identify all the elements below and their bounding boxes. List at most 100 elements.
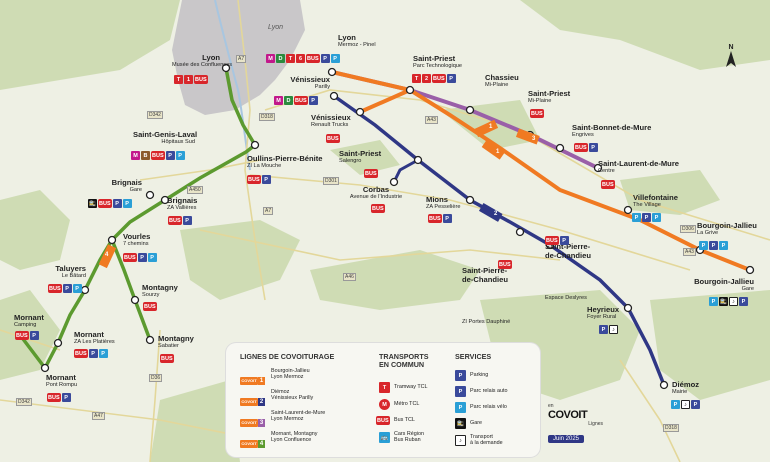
road-label: A46 xyxy=(343,273,356,281)
station-bourgoin-gare[interactable]: Bourgoin-Jallieu Gare xyxy=(694,277,754,292)
station-badges: BUS P P xyxy=(48,284,82,293)
station-badges: BUS xyxy=(601,180,615,189)
station-sub: Engrives xyxy=(572,132,594,139)
station-badges: BUS P xyxy=(168,216,192,225)
parking-icon: P xyxy=(709,241,718,250)
bus-icon: BUS xyxy=(47,393,61,402)
station-lyon-mermoz[interactable]: Lyon Mermoz - Pinel xyxy=(338,33,376,49)
station-saint-priest-parc[interactable]: Saint-Priest Parc Technologique xyxy=(413,54,462,69)
station-brignais-za[interactable]: Brignais ZA Vallières xyxy=(167,196,197,212)
station-badges: BUS xyxy=(326,134,340,143)
station-mornant-za[interactable]: Mornant ZA Les Platières xyxy=(74,330,115,346)
bus-icon: BUS xyxy=(428,214,442,223)
station-chassieu[interactable]: Chassieu Mi-Plaine xyxy=(485,73,519,89)
station-corbas[interactable]: Corbas Avenue de l’Industrie xyxy=(332,185,420,200)
station-vourles[interactable]: Vourles 7 chemins xyxy=(123,232,151,247)
station-name: Vourles xyxy=(123,232,151,241)
station-name: Lyon xyxy=(202,53,220,62)
legend-park-ride-bike-text: Parc relais vélo xyxy=(470,404,507,410)
station-badges: P P P xyxy=(632,213,661,222)
station-mornant-pont[interactable]: Mornant Pont Rompu xyxy=(46,373,77,388)
station-name: Vénissieux xyxy=(290,75,330,84)
station-sub: Salengro xyxy=(339,158,362,165)
coach-icon: P xyxy=(699,241,708,250)
road-label: D36 xyxy=(149,374,163,382)
legend-services-title: SERVICES xyxy=(455,352,492,361)
station-saint-genis[interactable]: Saint-Genis-Laval Hôpitaux Sud xyxy=(133,130,198,145)
station-saint-priest-salengro[interactable]: Saint-Priest Salengro xyxy=(339,149,381,165)
station-name: Bourgoin-Jallieu xyxy=(694,277,754,286)
station-lyon-confluence[interactable]: Lyon Musée des Confluences xyxy=(172,53,232,68)
station-name: Heyrieux xyxy=(587,305,620,314)
station-villefontaine[interactable]: Villefontaine The Village xyxy=(633,193,679,208)
station-name: Montagny xyxy=(158,334,194,343)
station-mornant-camping[interactable]: Mornant Camping xyxy=(14,313,44,328)
legend-tram-text: Tramway TCL xyxy=(394,384,428,390)
station-badges: BUS xyxy=(143,302,157,311)
station-spdc-zi[interactable]: Saint-Pierre- de-Chandieu ZI Portes Daup… xyxy=(462,232,510,360)
station-venissieux-renault[interactable]: Vénissieux Renault Trucks xyxy=(311,113,351,128)
station-oullins[interactable]: Oullins-Pierre-Bénite ZI La Mouche xyxy=(247,154,323,169)
train-icon: 🚉 xyxy=(719,297,728,306)
station-sub: ZA Vallières xyxy=(167,205,197,212)
station-brignais-gare[interactable]: Brignais Gare xyxy=(102,178,142,193)
parking-icon: P xyxy=(62,284,72,293)
station-sub: Centre xyxy=(598,168,615,175)
legend-line-2-text: Diémoz Vénissieux Parilly xyxy=(271,389,314,402)
station-name: Saint-Pierre- de-Chandieu xyxy=(462,266,508,284)
station-sub: ZI Portes Dauphiné xyxy=(462,319,511,326)
legend-coach-text: Cars Région Bus Ruban xyxy=(394,431,424,444)
bike-park-icon: P xyxy=(175,151,185,160)
parking-icon: P xyxy=(599,325,608,334)
edition-date-badge: Juin 2025 xyxy=(548,435,585,443)
parking-icon: P xyxy=(61,393,71,402)
bus-icon: BUS xyxy=(306,54,320,63)
station-saint-priest-miplaine[interactable]: Saint-Priest Mi-Plaine xyxy=(528,89,570,104)
on-demand-icon: ♪ xyxy=(681,400,690,409)
station-venissieux-parilly[interactable]: Vénissieux Parilly xyxy=(288,75,330,90)
station-badges: BUS xyxy=(160,354,174,363)
station-saint-bonnet[interactable]: Saint-Bonnet-de-Mure Engrives xyxy=(572,123,651,139)
bus-icon: BUS xyxy=(98,199,112,208)
station-name: Saint-Genis-Laval xyxy=(133,130,198,139)
station-name: Diémoz xyxy=(672,380,700,389)
line-number: 3 xyxy=(258,419,265,427)
station-heyrieux[interactable]: Heyrieux Foyer Rural xyxy=(587,305,620,320)
coach-icon: P xyxy=(709,297,718,306)
station-badges: BUS P xyxy=(545,236,569,245)
station-mions[interactable]: Mions ZA Pesselière xyxy=(426,195,461,210)
river-rhone xyxy=(214,0,251,171)
station-name: Taluyers xyxy=(55,264,86,273)
station-sub: ZA Les Platières xyxy=(74,339,115,346)
covoit-logo-icon: COVOIT xyxy=(240,398,258,406)
station-badges: M D T 6 BUS P P xyxy=(266,54,340,63)
station-saint-laurent[interactable]: Saint-Laurent-de-Mure Centre xyxy=(598,159,679,175)
metro-icon: M xyxy=(274,96,283,105)
bus-icon: BUS xyxy=(545,236,559,245)
legend-on-demand-text: Transport à la demande xyxy=(470,434,503,447)
station-bourgoin-grive[interactable]: Bourgoin-Jallieu La Grive xyxy=(697,221,757,236)
station-sub: Sourzy xyxy=(142,292,160,299)
station-taluyers[interactable]: Taluyers Le Bâtard xyxy=(52,264,86,279)
tram-icon: T xyxy=(412,74,421,83)
station-diemoz[interactable]: Diémoz Mairie xyxy=(672,380,700,395)
station-sub: Mermoz - Pinel xyxy=(338,42,376,49)
metro-icon: M xyxy=(266,54,275,63)
legend-gare-text: Gare xyxy=(470,420,482,426)
bus-icon: BUS xyxy=(364,169,378,178)
station-sub: Mi-Plaine xyxy=(485,82,509,89)
station-name: Villefontaine xyxy=(633,193,679,202)
road-label: A47 xyxy=(92,412,105,420)
station-montagny-sabatier[interactable]: Montagny Sabatier xyxy=(158,334,194,349)
tram-line-number: 6 xyxy=(296,54,305,63)
line-tag: 1 xyxy=(489,124,493,130)
parking-icon: P xyxy=(739,297,748,306)
station-montagny-sourzy[interactable]: Montagny Sourzy xyxy=(142,283,178,299)
bus-icon: BUS xyxy=(574,143,588,152)
station-spdc-espace[interactable]: Saint-Pierre- de-Chandieu Espace Deslyre… xyxy=(545,208,591,336)
brand-logo: COVOIT xyxy=(548,409,588,421)
bus-icon: BUS xyxy=(247,175,261,184)
